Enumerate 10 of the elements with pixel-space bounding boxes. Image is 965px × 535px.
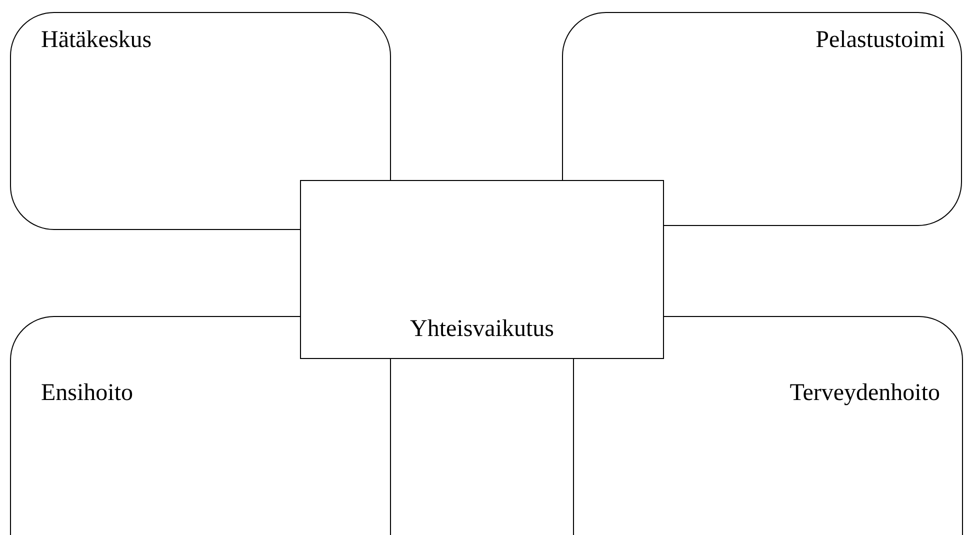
rectangle-box: [300, 180, 664, 359]
rounded-box: [573, 316, 963, 535]
rounded-box: [562, 12, 962, 226]
box-label: Yhteisvaikutus: [410, 316, 554, 342]
box-label: Hätäkeskus: [41, 27, 152, 54]
box-label: Terveydenhoito: [790, 380, 940, 406]
rounded-box: [10, 316, 391, 535]
box-label: Pelastustoimi: [816, 27, 945, 54]
rounded-box: [10, 12, 391, 230]
box-label: Ensihoito: [41, 380, 134, 406]
